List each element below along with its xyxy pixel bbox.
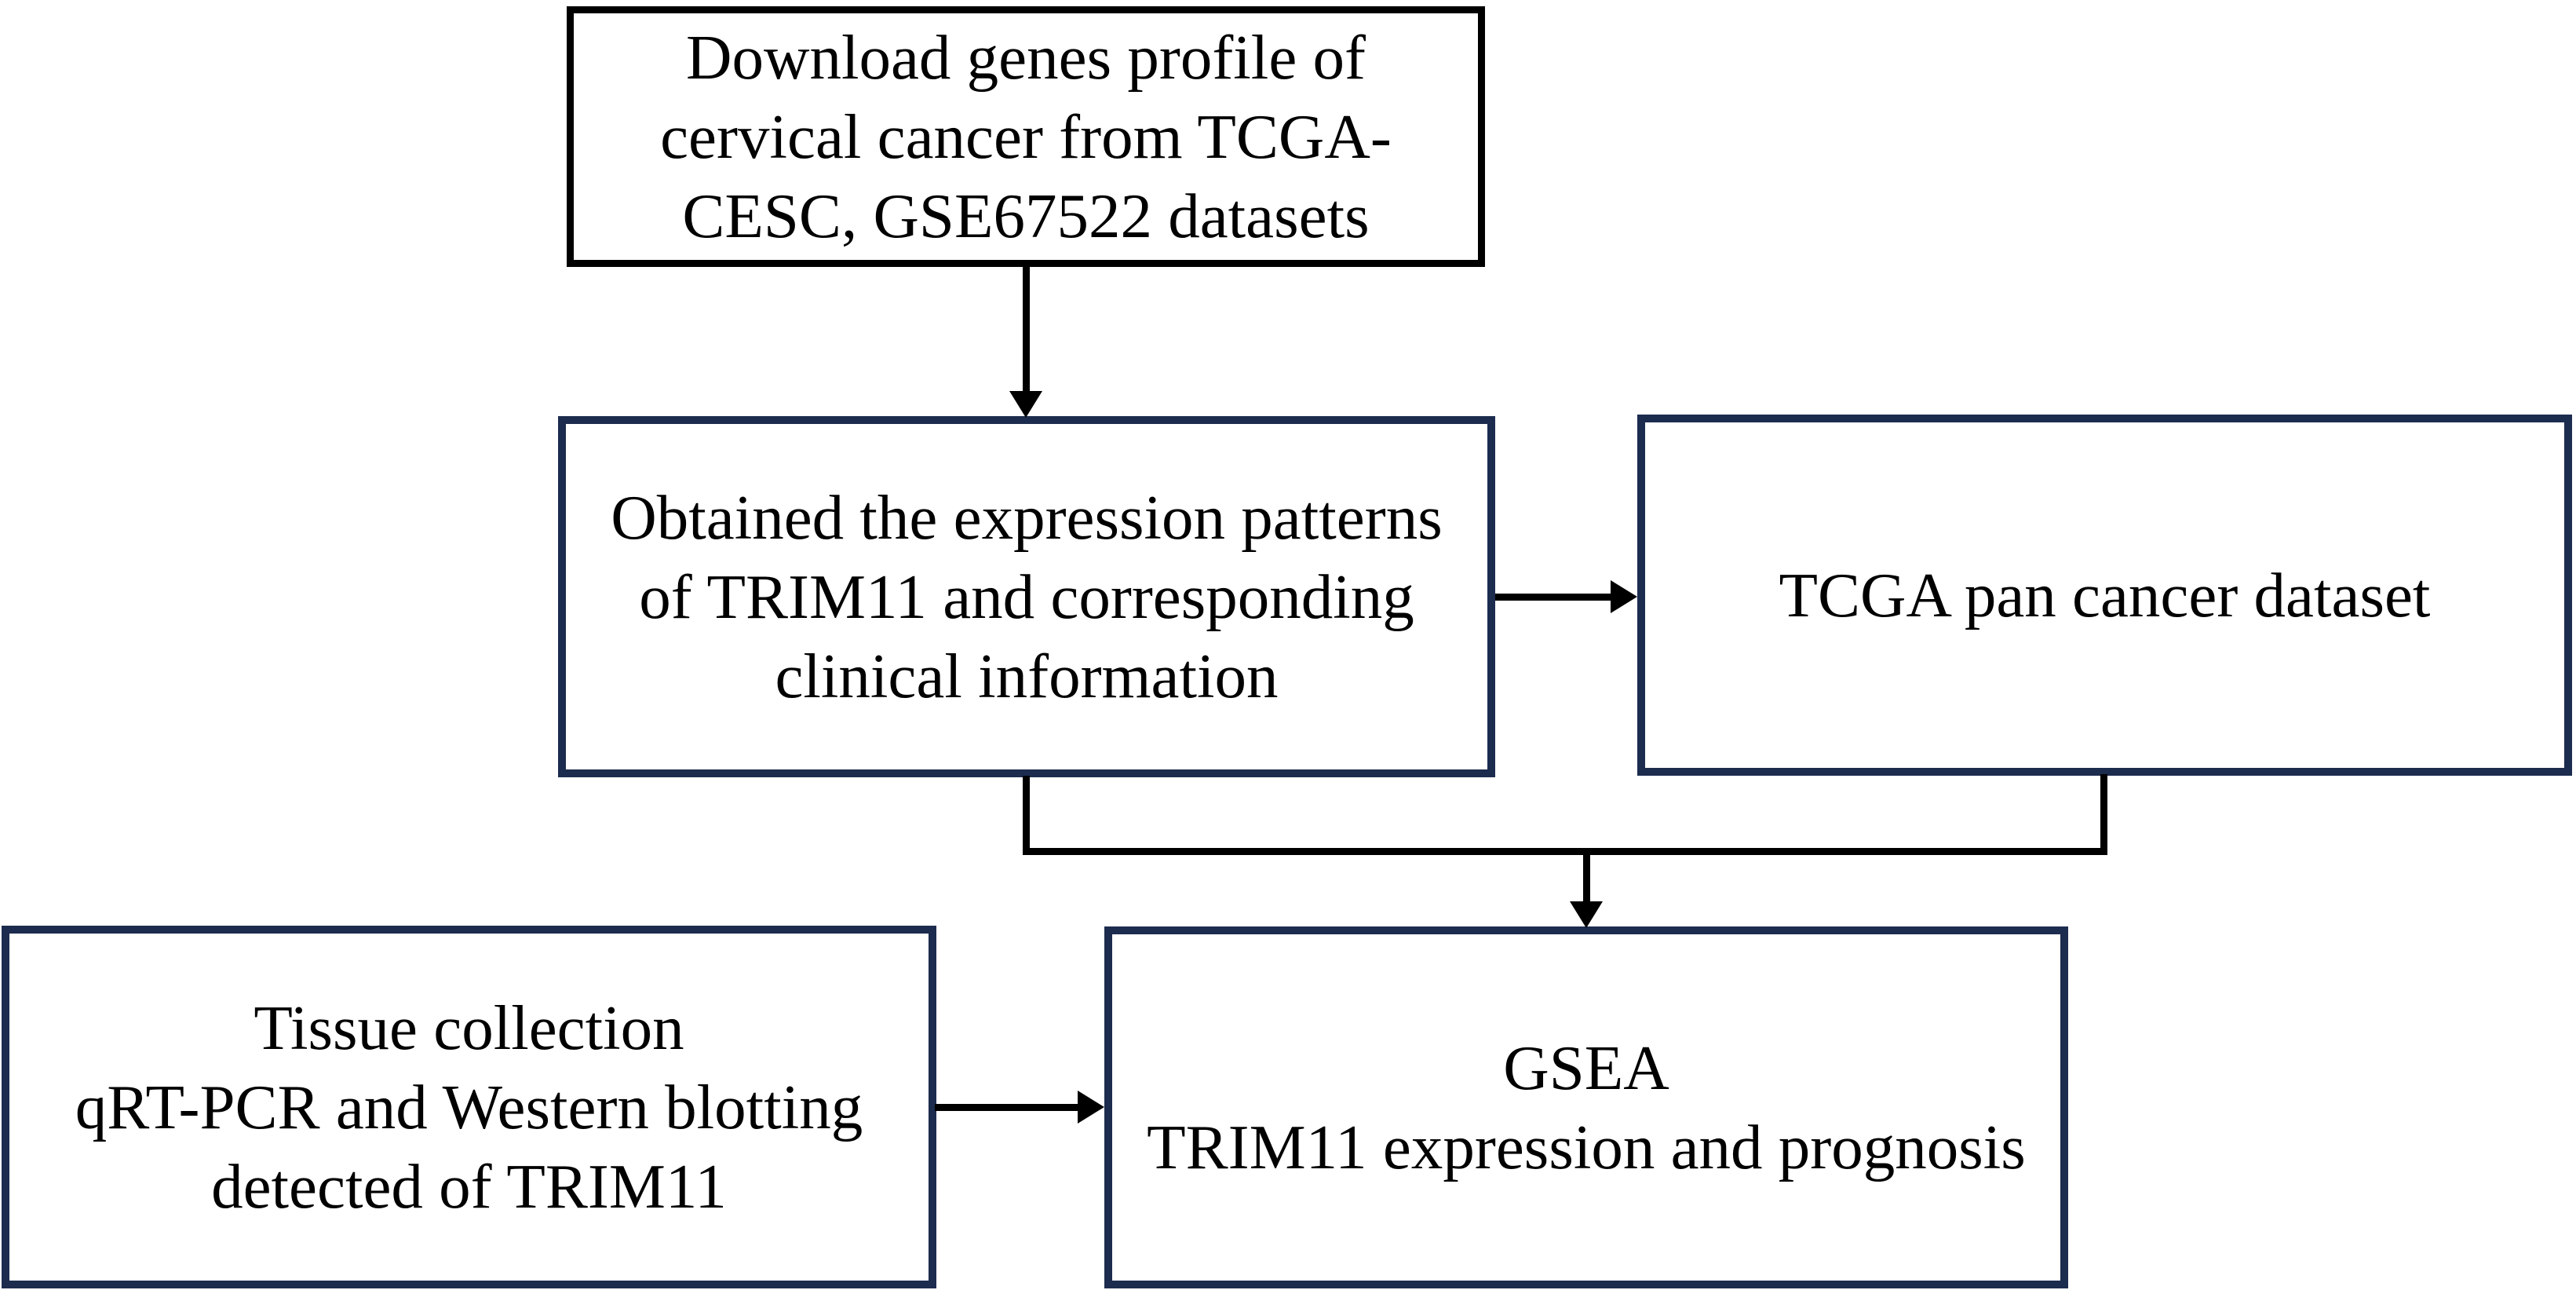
arrow-download-to-expression-line [1023,267,1030,393]
flow-box-tissue-line-2: qRT-PCR and Western blotting [75,1071,863,1142]
merge-connector-left-vertical [1023,776,1030,855]
flow-box-tissue-collection: Tissue collection qRT-PCR and Western bl… [2,926,936,1288]
arrow-expression-to-pancancer-head [1611,580,1637,613]
flow-box-download-line-1: Download genes profile of [685,21,1366,93]
flow-box-expression-line-1: Obtained the expression patterns [611,481,1443,553]
flow-box-tcga-pan-cancer-line-1: TCGA pan cancer dataset [1779,559,2431,630]
merge-connector-right-vertical [2100,774,2107,855]
arrow-tissue-to-gsea-line [935,1104,1081,1111]
flow-box-download-line-3: CESC, GSE67522 datasets [682,180,1370,251]
flow-box-gsea-line-2: TRIM11 expression and prognosis [1147,1111,2026,1182]
merge-connector-horizontal [1023,848,2107,855]
arrow-download-to-expression-head [1009,391,1042,418]
flow-box-tissue-line-3: detected of TRIM11 [211,1150,727,1222]
flow-box-download-datasets: Download genes profile of cervical cance… [567,6,1485,267]
flow-box-gsea-line-1: GSEA [1503,1032,1669,1103]
flow-box-tcga-pan-cancer: TCGA pan cancer dataset [1637,415,2572,776]
flow-box-download-line-2: cervical cancer from TCGA- [660,100,1392,172]
arrow-expression-to-pancancer-line [1495,594,1615,601]
flow-box-gsea-prognosis: GSEA TRIM11 expression and prognosis [1104,926,2068,1288]
arrow-tissue-to-gsea-head [1078,1091,1104,1124]
merge-arrow-to-gsea-line [1583,855,1590,904]
flow-box-expression-patterns: Obtained the expression patterns of TRIM… [558,416,1495,777]
merge-arrow-to-gsea-head [1570,901,1603,928]
flow-box-tissue-line-1: Tissue collection [254,992,684,1063]
flow-box-expression-line-2: of TRIM11 and corresponding [639,561,1414,632]
flow-box-expression-line-3: clinical information [775,640,1279,711]
